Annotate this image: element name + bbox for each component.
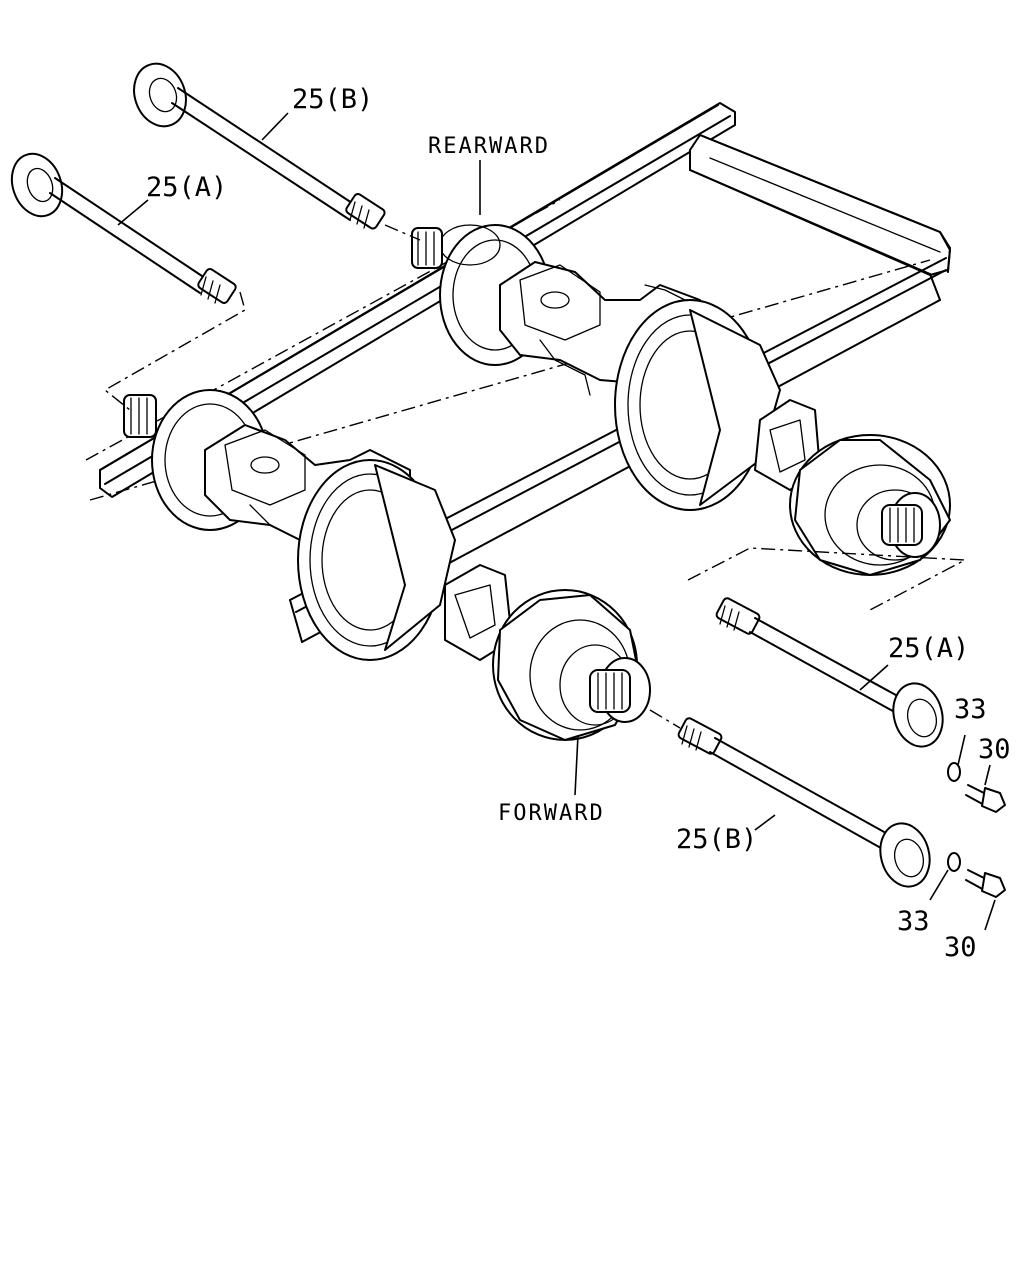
rearward-axle [411, 224, 951, 576]
label-25b-right: 25(B) [676, 824, 757, 855]
bolt-upper-icon [965, 784, 1006, 813]
bolt-lower-icon [965, 869, 1006, 898]
axle-shaft-25b-right [649, 709, 931, 888]
label-25b-top: 25(B) [292, 84, 373, 115]
washer-upper-icon [947, 762, 961, 782]
label-forward: FORWARD [498, 801, 605, 826]
label-rearward: REARWARD [428, 134, 550, 159]
label-33-lower: 33 [897, 906, 930, 937]
label-25a-top: 25(A) [146, 172, 227, 203]
axle-shaft-25a-top [10, 152, 246, 411]
label-33-upper: 33 [954, 694, 987, 725]
label-30-upper: 30 [978, 734, 1011, 765]
axle-shaft-25a-right [687, 547, 968, 748]
leader-lines [117, 112, 996, 931]
axle-shaft-25b-top [133, 62, 421, 241]
label-25a-right: 25(A) [888, 633, 969, 664]
washer-lower-icon [947, 852, 961, 872]
label-30-lower: 30 [944, 932, 977, 963]
forward-axle [123, 389, 651, 741]
